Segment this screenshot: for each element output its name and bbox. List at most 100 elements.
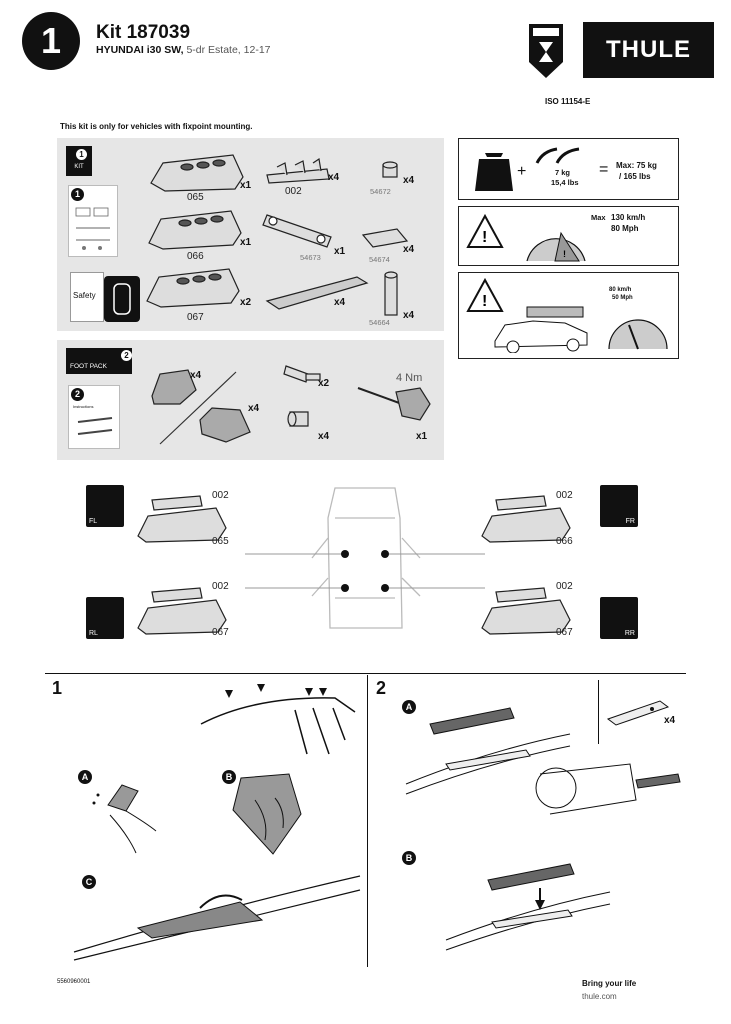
strip-qty: x4 <box>664 715 676 726</box>
foot-pack-badge-number: 2 <box>121 350 132 361</box>
warning-triangle-icon: ! <box>466 213 504 248</box>
kit-title: Kit 187039 <box>96 22 191 43</box>
part-code: 066 <box>187 251 204 262</box>
part-qty: x4 <box>190 370 202 381</box>
part-qty: x1 <box>240 237 252 248</box>
part-code: 54664 <box>369 318 390 327</box>
bar-weight-kg: 7 kg <box>555 168 571 177</box>
safety-label: Safety <box>73 291 96 300</box>
thule-logo: THULE <box>583 22 714 78</box>
insert-cover-illustration <box>445 863 611 951</box>
position-code: 067 <box>212 627 229 638</box>
bar-weight-lbs: 15,4 lbs <box>551 178 579 187</box>
document-number: 5560960001 <box>57 979 91 985</box>
corner-label: RL <box>89 630 98 637</box>
max-load-kg: Max: 75 kg <box>616 161 657 170</box>
booklet-title: Instructions <box>73 404 94 409</box>
part-code: 065 <box>187 192 204 203</box>
corner-rl-icon: RL <box>86 597 124 639</box>
svg-text:!: ! <box>563 249 566 259</box>
safety-booklet: Safety <box>70 272 104 322</box>
part-qty: x2 <box>318 378 330 389</box>
cover-strip-icon <box>606 700 670 726</box>
load-limit-box: + 7 kg 15,4 lbs = Max: 75 kg / 165 lbs <box>458 138 679 200</box>
booklet-number: 2 <box>71 388 84 401</box>
safety-card-icon <box>104 276 140 322</box>
position-code: 066 <box>556 536 573 547</box>
corner-fl-icon: FL <box>86 485 124 527</box>
fixpoint-notice: This kit is only for vehicles with fixpo… <box>60 122 253 131</box>
step-number-badge: 1 <box>22 12 80 70</box>
iso-standard: ISO 11154-E <box>545 97 591 106</box>
certification-emblem-icon <box>529 24 563 78</box>
position-code: 067 <box>556 627 573 638</box>
part-qty: x1 <box>240 180 252 191</box>
footer-url[interactable]: thule.com <box>582 992 617 1001</box>
kit-parts-illustration <box>146 154 409 316</box>
roof-bars-icon <box>77 417 113 435</box>
foot-pack-label: FOOT PACK <box>70 363 107 370</box>
remove-cover-illustration <box>405 707 681 815</box>
part-qty: x4 <box>248 403 260 414</box>
step-2a-label: A <box>402 700 416 714</box>
step-1a-label: A <box>78 770 92 784</box>
part-code: 067 <box>187 312 204 323</box>
part-qty: x4 <box>334 297 346 308</box>
part-code: 54672 <box>370 187 391 196</box>
kit-badge-label: KIT <box>74 164 84 170</box>
wipe-cloth-illustration <box>232 773 302 855</box>
brand-wordmark: THULE <box>606 36 691 63</box>
speedometer-icon <box>608 319 668 350</box>
svg-text:!: ! <box>482 229 487 246</box>
loaded-car-icon <box>494 306 588 353</box>
plus-sign: + <box>517 163 527 180</box>
corner-label: FL <box>89 518 98 525</box>
step-1c-label: C <box>82 875 96 889</box>
load-speed-kmh: 80 km/h <box>609 287 632 293</box>
load-speed-box: ! 80 km/h 50 Mph <box>458 272 679 359</box>
position-code: 002 <box>556 490 573 501</box>
part-qty: x1 <box>334 246 346 257</box>
instruction-booklet-1: 1 <box>68 185 118 257</box>
vehicle-details: 5-dr Estate, 12-17 <box>186 44 271 56</box>
part-qty: x4 <box>328 172 340 183</box>
step-1-number: 1 <box>52 678 63 698</box>
peel-cover-illustration <box>73 875 361 961</box>
vehicle-line: HYUNDAI i30 SW, 5-dr Estate, 12-17 <box>96 44 271 56</box>
part-code: 54674 <box>369 255 390 264</box>
part-qty: x2 <box>240 297 252 308</box>
mounting-position-diagram <box>137 487 571 635</box>
footer-tagline: Bring your life <box>582 979 637 988</box>
booklet-number: 1 <box>71 188 84 201</box>
weight-icon <box>475 153 513 191</box>
part-code: 002 <box>285 186 302 197</box>
position-code: 002 <box>212 490 229 501</box>
part-code: 54673 <box>300 253 321 262</box>
section-divider <box>45 673 686 674</box>
corner-label: RR <box>624 630 635 637</box>
step-2b-label: B <box>402 851 416 865</box>
part-qty: x4 <box>403 175 415 186</box>
step-2-number: 2 <box>376 678 387 698</box>
vehicle-name: HYUNDAI i30 SW, <box>96 44 184 56</box>
corner-rr-icon: RR <box>600 597 638 639</box>
corner-label: FR <box>625 518 635 525</box>
speed-limit-box: ! ! Max 130 km/h 80 Mph <box>458 206 679 266</box>
speed-max-label: Max <box>591 213 606 222</box>
speed-mph: 80 Mph <box>611 224 639 233</box>
part-qty: x4 <box>403 244 415 255</box>
roof-fixpoints-illustration <box>200 684 356 755</box>
svg-text:!: ! <box>482 293 487 310</box>
clean-spray-illustration <box>92 784 157 854</box>
part-qty: x4 <box>318 431 330 442</box>
roof-bar-icon <box>535 147 580 164</box>
position-code: 002 <box>556 581 573 592</box>
position-code: 002 <box>212 581 229 592</box>
foot-pack-parts-illustration <box>151 365 431 445</box>
corner-fr-icon: FR <box>600 485 638 527</box>
position-code: 065 <box>212 536 229 547</box>
part-qty: x4 <box>403 310 415 321</box>
speed-kmh: 130 km/h <box>611 213 646 222</box>
kit-badge-number: 1 <box>76 149 87 160</box>
step-divider <box>367 675 368 967</box>
